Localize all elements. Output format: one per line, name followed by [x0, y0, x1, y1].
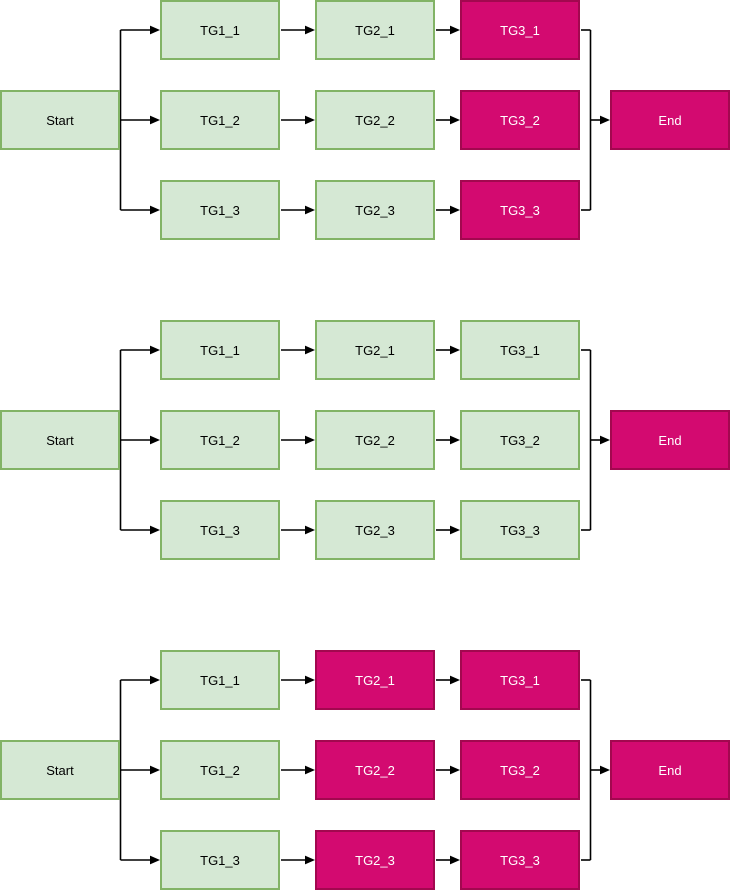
node-d1-tg2-2: TG2_2	[315, 90, 435, 150]
flow-diagram-3: Start TG1_1 TG1_2 TG1_3 TG2_1 TG2_2 TG2_…	[0, 650, 731, 890]
node-d2-end: End	[610, 410, 730, 470]
node-d2-tg3-3: TG3_3	[460, 500, 580, 560]
node-d2-tg2-3: TG2_3	[315, 500, 435, 560]
node-d1-tg2-1: TG2_1	[315, 0, 435, 60]
node-d2-tg1-2: TG1_2	[160, 410, 280, 470]
connectors-diagram-1	[119, 25, 610, 215]
node-d3-tg1-1: TG1_1	[160, 650, 280, 710]
connectors-diagram-2	[119, 345, 610, 535]
node-d1-tg1-3: TG1_3	[160, 180, 280, 240]
node-d3-tg2-1: TG2_1	[315, 650, 435, 710]
node-d3-tg2-2: TG2_2	[315, 740, 435, 800]
flow-diagram-2: Start TG1_1 TG1_2 TG1_3 TG2_1 TG2_2 TG2_…	[0, 320, 731, 560]
node-d1-tg3-2: TG3_2	[460, 90, 580, 150]
node-d3-tg1-3: TG1_3	[160, 830, 280, 890]
node-d3-tg3-1: TG3_1	[460, 650, 580, 710]
node-d3-tg3-2: TG3_2	[460, 740, 580, 800]
node-d3-end: End	[610, 740, 730, 800]
node-d3-tg1-2: TG1_2	[160, 740, 280, 800]
node-d2-start: Start	[0, 410, 120, 470]
node-d1-end: End	[610, 90, 730, 150]
node-d2-tg2-2: TG2_2	[315, 410, 435, 470]
node-d1-start: Start	[0, 90, 120, 150]
node-d2-tg1-1: TG1_1	[160, 320, 280, 380]
node-d3-tg3-3: TG3_3	[460, 830, 580, 890]
node-d1-tg3-3: TG3_3	[460, 180, 580, 240]
node-d1-tg1-2: TG1_2	[160, 90, 280, 150]
node-d3-tg2-3: TG2_3	[315, 830, 435, 890]
node-d1-tg1-1: TG1_1	[160, 0, 280, 60]
connectors-diagram-3	[119, 675, 610, 865]
flow-diagram-1: Start TG1_1 TG1_2 TG1_3 TG2_1 TG2_2 TG2_…	[0, 0, 731, 240]
node-d2-tg3-1: TG3_1	[460, 320, 580, 380]
node-d1-tg2-3: TG2_3	[315, 180, 435, 240]
node-d2-tg1-3: TG1_3	[160, 500, 280, 560]
node-d3-start: Start	[0, 740, 120, 800]
node-d1-tg3-1: TG3_1	[460, 0, 580, 60]
node-d2-tg2-1: TG2_1	[315, 320, 435, 380]
node-d2-tg3-2: TG3_2	[460, 410, 580, 470]
